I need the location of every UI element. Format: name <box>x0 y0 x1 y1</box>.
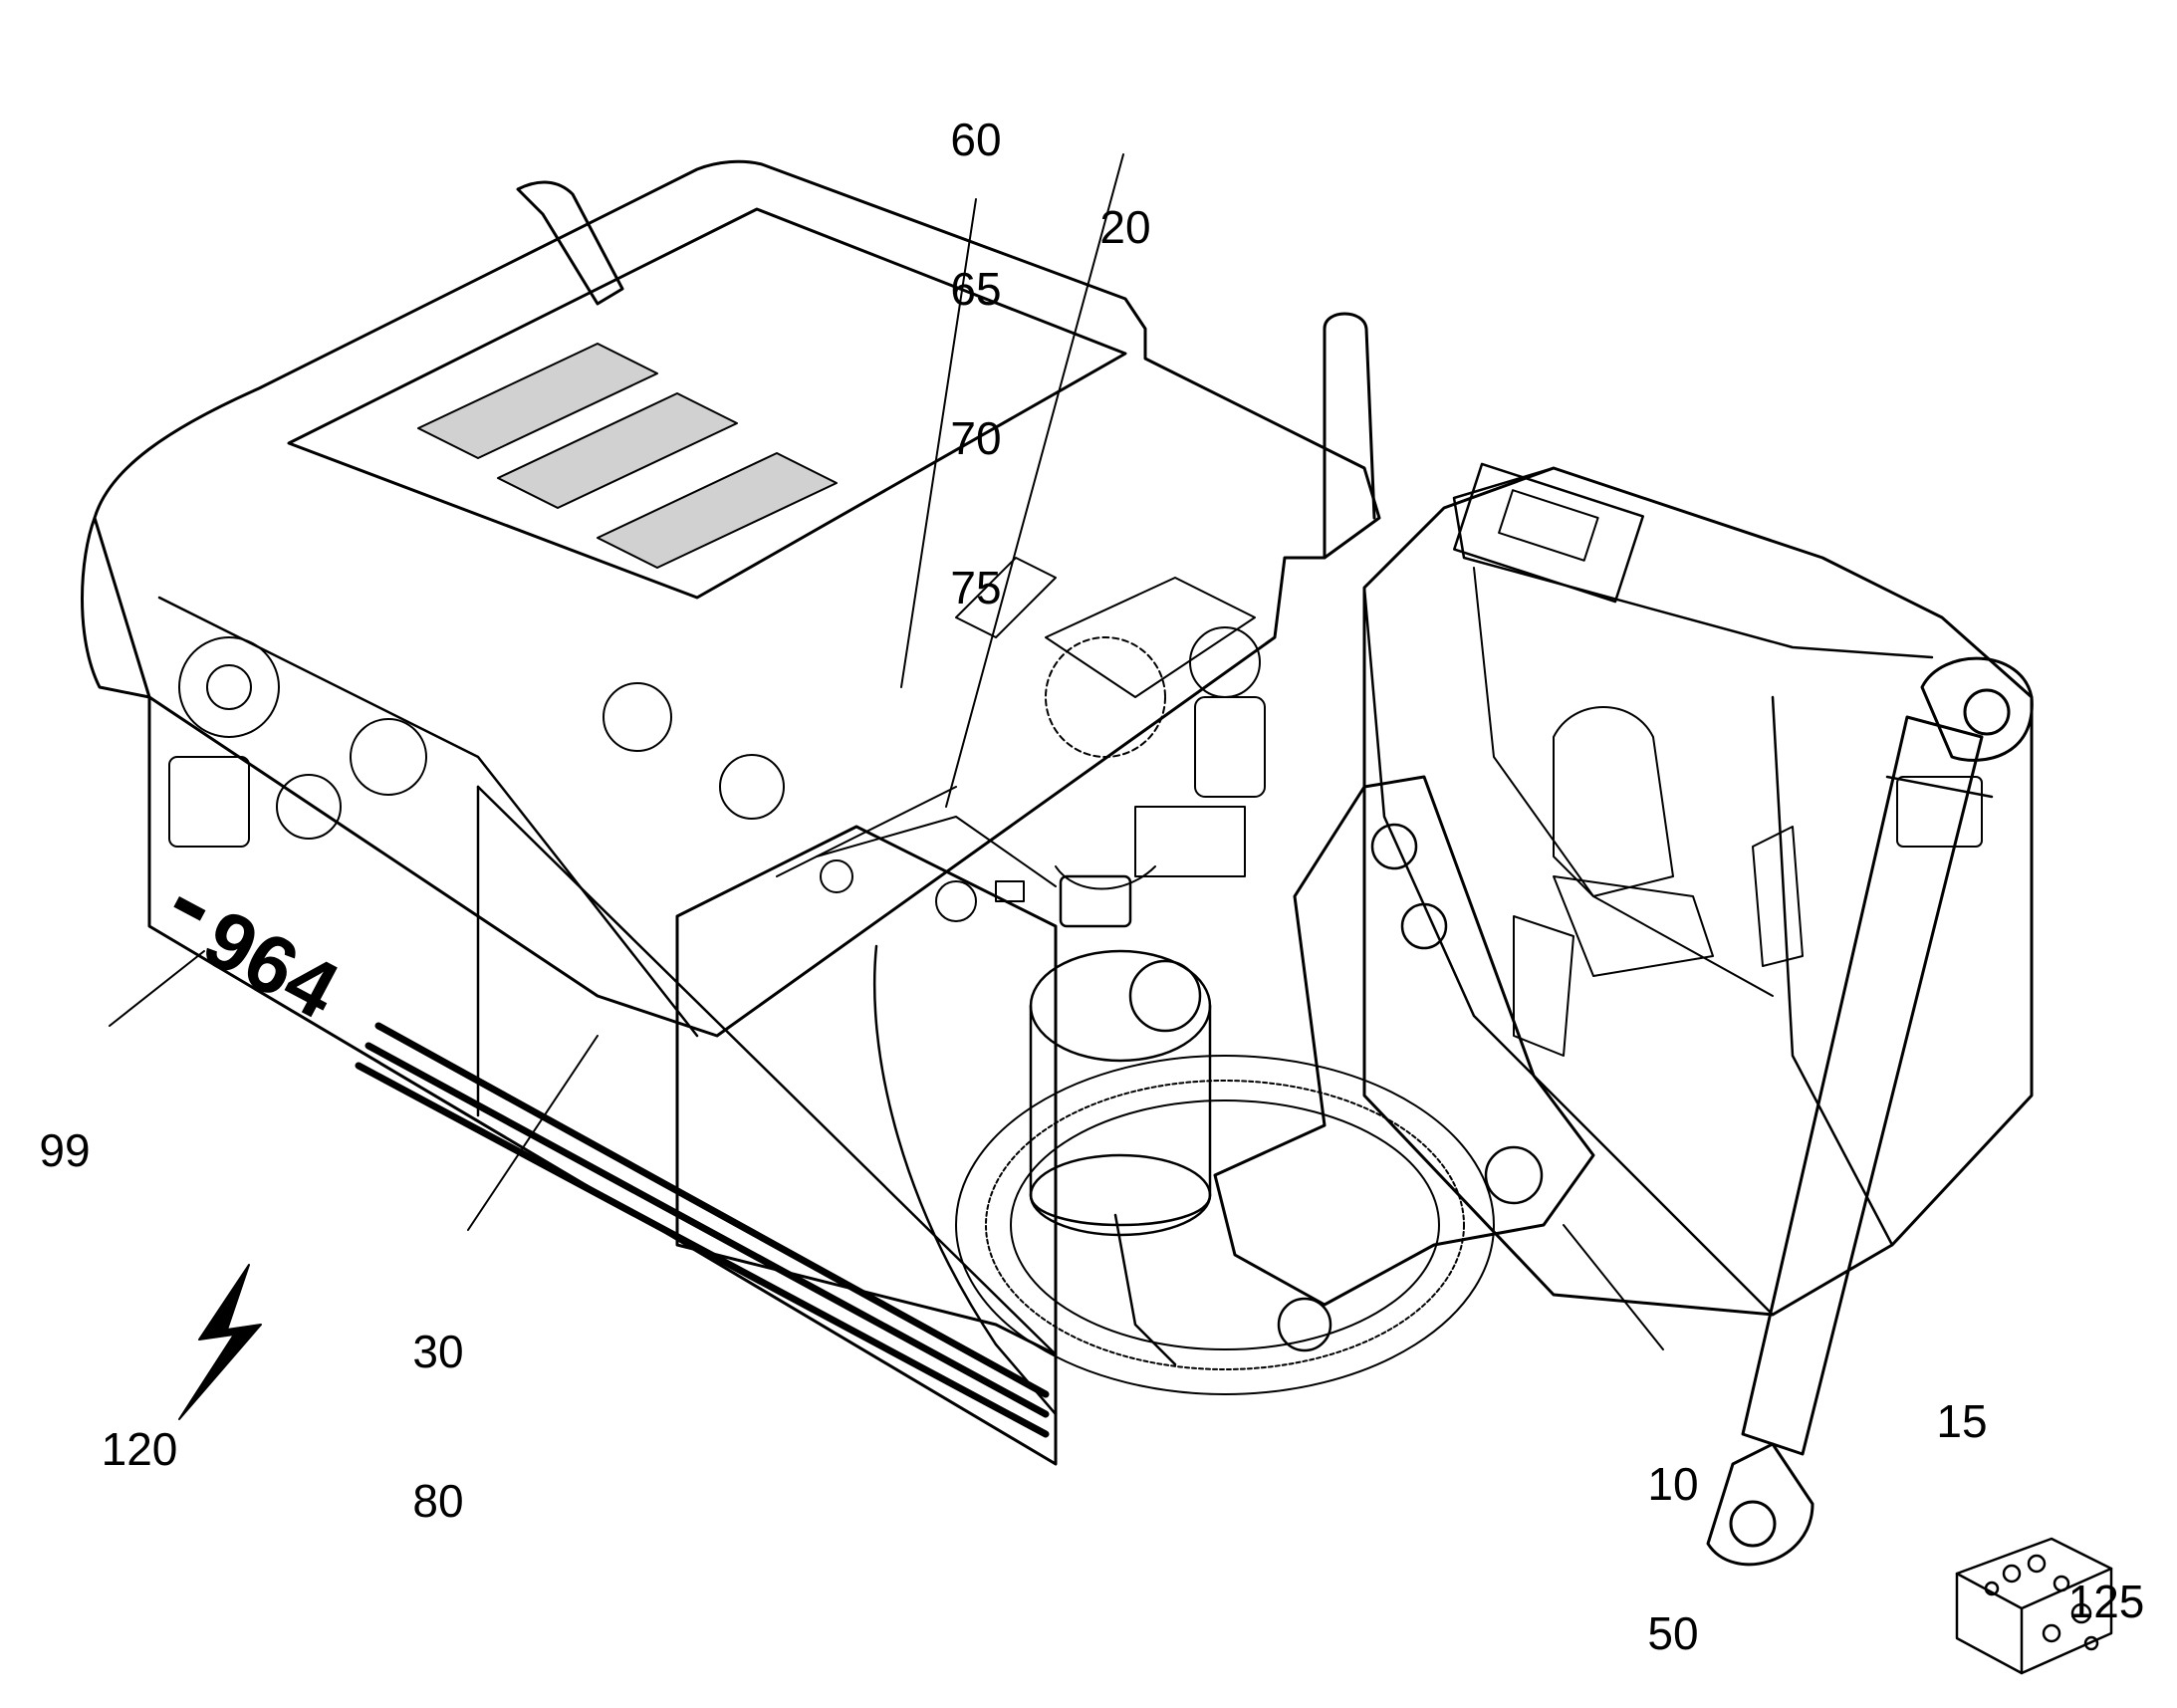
callout-120: 120 <box>95 1325 184 1524</box>
tank <box>675 825 1058 1356</box>
vent-grilles <box>417 343 838 569</box>
callout-10-50: 10 50 <box>1638 1359 1708 1708</box>
callout-text: 120 <box>101 1423 178 1475</box>
operator-seat <box>1513 706 1804 1057</box>
callout-text: 70 <box>950 412 1002 464</box>
callout-text: 15 <box>1936 1395 1988 1447</box>
callout-text: 65 <box>950 263 1002 315</box>
model-decal-text: 964 <box>189 892 353 1037</box>
hood-front-curve <box>81 516 151 699</box>
swivel-joint <box>1029 874 1212 1237</box>
callout-125: 125 <box>2056 1477 2156 1676</box>
callout-20: 20 <box>1090 103 1160 302</box>
callout-text: 60 <box>950 114 1002 165</box>
valve-block <box>1955 1537 2113 1675</box>
callout-text: 30 <box>412 1326 464 1377</box>
callout-text: 80 <box>412 1475 464 1527</box>
callout-text: 99 <box>39 1124 91 1176</box>
callout-text: 10 <box>1647 1458 1699 1510</box>
slewing-ring <box>955 1055 1495 1395</box>
callout-30-80: 30 80 <box>403 1227 473 1576</box>
leader-lines <box>109 153 1664 1350</box>
boom-mount-frame <box>1213 775 1595 1307</box>
engine-internals <box>168 557 1266 890</box>
callout-99: 99 <box>30 1026 100 1225</box>
hood-outline <box>93 159 1381 1038</box>
callout-60-75: 60 65 70 75 <box>941 15 1011 662</box>
model-decal: 964 <box>173 892 353 1037</box>
callout-text: 125 <box>2067 1576 2145 1627</box>
callout-15: 15 <box>1927 1297 1997 1496</box>
callout-text: 20 <box>1099 201 1151 253</box>
boom-cylinder <box>1706 656 2034 1567</box>
callout-text: 50 <box>1647 1607 1699 1659</box>
hood-top-panel <box>287 207 1127 600</box>
exhaust-pipe <box>516 180 624 306</box>
electrical-bolt-icon <box>178 1264 262 1420</box>
cab-outline <box>1362 466 2034 1317</box>
callout-text: 75 <box>950 562 1002 613</box>
